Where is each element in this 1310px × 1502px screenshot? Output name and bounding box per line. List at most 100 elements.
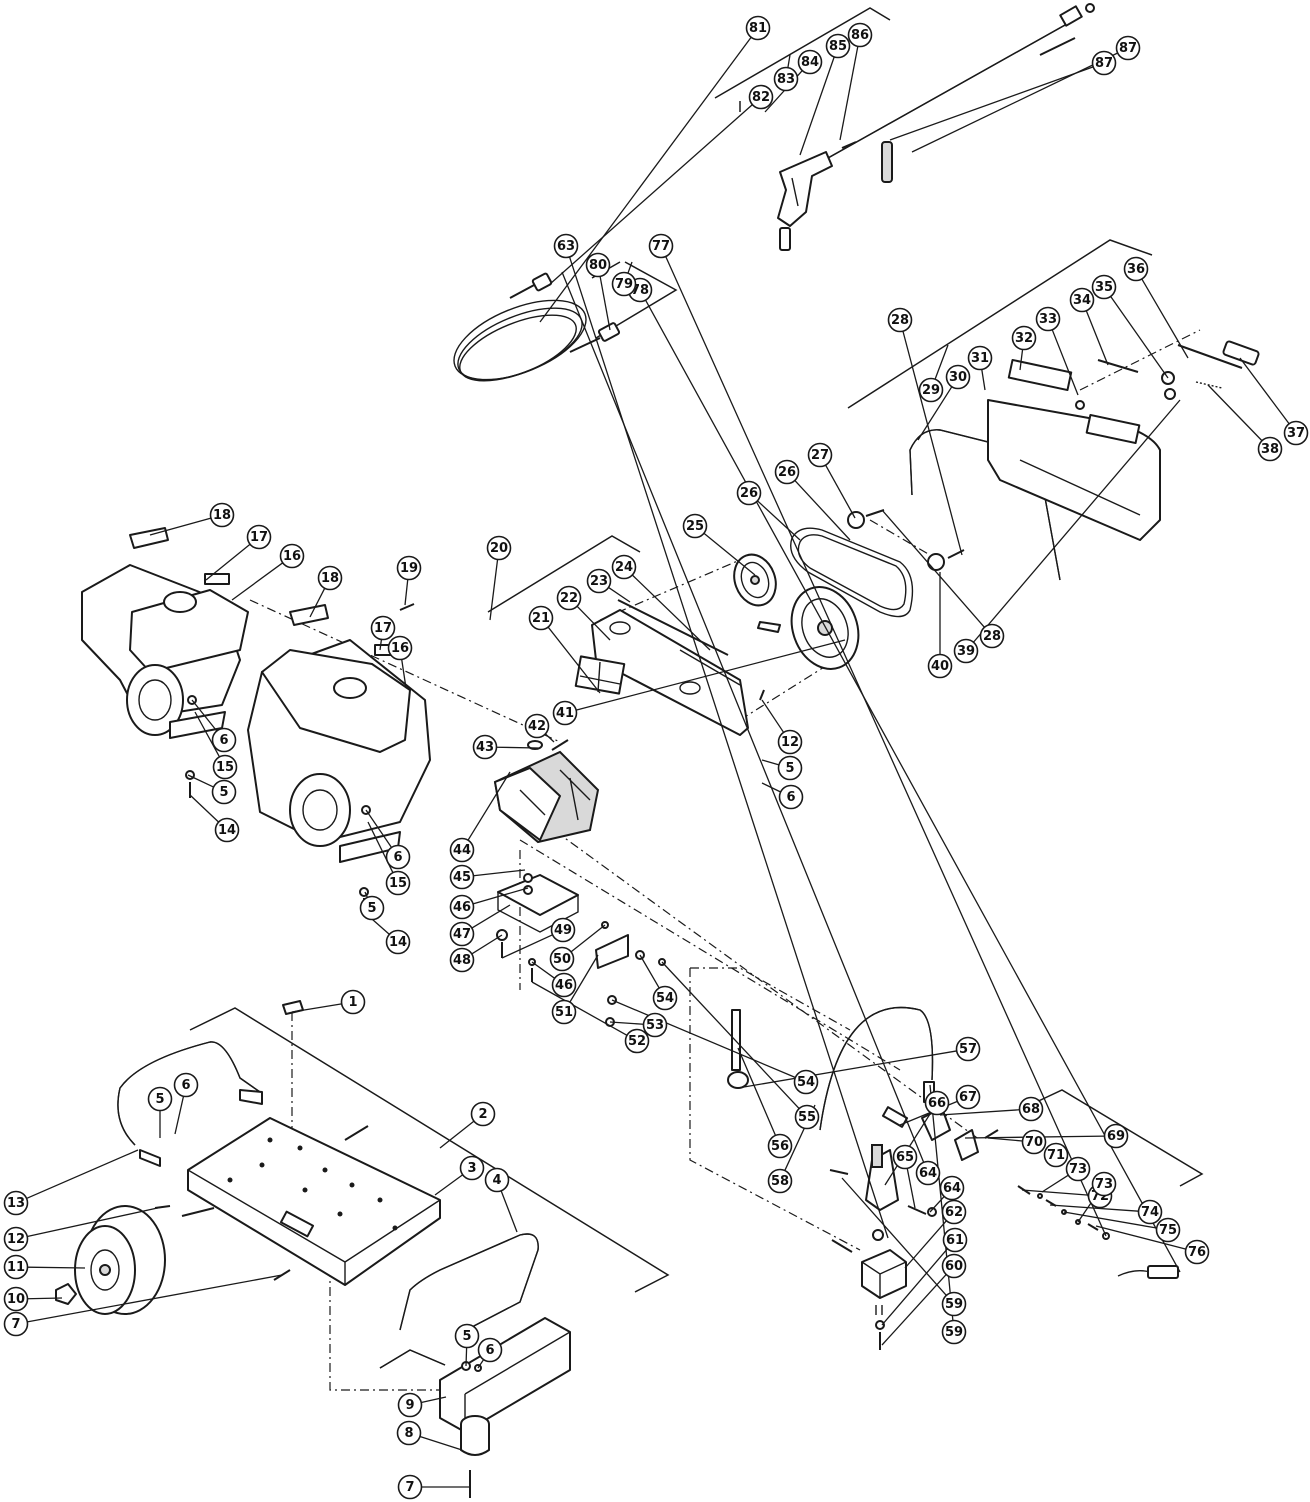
assembly-brackets <box>189 7 1204 1293</box>
callout-76: 76 <box>1184 1239 1210 1265</box>
callout-33: 33 <box>1035 306 1061 332</box>
callout-circle <box>642 1012 668 1038</box>
callout-circle <box>449 864 475 890</box>
callout-circle <box>915 1160 941 1186</box>
callout-circle <box>1283 420 1309 446</box>
callout-circle <box>682 513 708 539</box>
leader-line-87 <box>889 66 1094 141</box>
leader-line-26 <box>794 479 851 541</box>
callout-83: 83 <box>773 66 799 92</box>
leader-line-39 <box>972 399 1181 643</box>
callout-11: 11 <box>3 1254 29 1280</box>
callout-number: 5 <box>462 1329 471 1344</box>
callout-21: 21 <box>528 605 554 631</box>
callout-circle <box>967 345 993 371</box>
callout-5: 5 <box>359 895 385 921</box>
callout-circle <box>449 921 475 947</box>
callout-50: 50 <box>549 946 575 972</box>
callout-2: 2 <box>470 1101 496 1127</box>
callout-circle <box>524 713 550 739</box>
callout-42: 42 <box>524 713 550 739</box>
callout-circle <box>585 252 611 278</box>
callout-77: 77 <box>648 233 674 259</box>
callout-64: 64 <box>939 1175 965 1201</box>
callout-28: 28 <box>979 623 1005 649</box>
leader-line-65 <box>906 1168 916 1209</box>
leader-line-54 <box>639 954 660 989</box>
callout-number: 23 <box>590 574 608 589</box>
callout-circle <box>953 638 979 664</box>
callout-circle <box>470 1101 496 1127</box>
pump-bracket-assembly <box>496 873 666 1027</box>
callout-number: 48 <box>453 953 471 968</box>
callout-17: 17 <box>246 524 272 550</box>
callout-number: 11 <box>7 1260 25 1275</box>
callout-73: 73 <box>1065 1156 1091 1182</box>
frame-holes <box>227 1137 398 1231</box>
callout-number: 68 <box>1022 1102 1040 1117</box>
callout-circle <box>624 1028 650 1054</box>
callout-number: 2 <box>478 1107 487 1122</box>
callout-6: 6 <box>385 844 411 870</box>
callout-46: 46 <box>551 972 577 998</box>
callout-circle <box>385 870 411 896</box>
callout-48: 48 <box>449 947 475 973</box>
callout-number: 46 <box>555 978 573 993</box>
leader-line-76 <box>1095 1225 1187 1250</box>
callout-circle <box>611 554 637 580</box>
leader-line-77 <box>665 256 1107 1237</box>
callout-circle <box>887 307 913 333</box>
callout-35: 35 <box>1091 274 1117 300</box>
leader-line-79 <box>627 261 633 274</box>
callout-67: 67 <box>955 1084 981 1110</box>
leader-line-52 <box>531 981 628 1036</box>
callout-number: 14 <box>389 935 407 950</box>
leader-line-85 <box>799 56 835 156</box>
leader-line-14 <box>189 794 220 823</box>
callout-number: 15 <box>389 876 407 891</box>
callout-10: 10 <box>3 1286 29 1312</box>
callout-circle <box>941 1291 967 1317</box>
leader-line-28 <box>881 509 985 628</box>
callout-circle <box>847 22 873 48</box>
callout-number: 20 <box>490 541 508 556</box>
callout-circle <box>1184 1239 1210 1265</box>
leader-line-5 <box>364 891 368 898</box>
callout-circle <box>745 15 771 41</box>
callout-circle <box>550 917 576 943</box>
callout-number: 28 <box>891 313 909 328</box>
callout-number: 52 <box>628 1034 646 1049</box>
callout-18: 18 <box>317 565 343 591</box>
callout-number: 87 <box>1095 56 1113 71</box>
callout-58: 58 <box>767 1168 793 1194</box>
callout-32: 32 <box>1011 325 1037 351</box>
callout-60: 60 <box>941 1253 967 1279</box>
leader-line-46 <box>472 887 529 905</box>
callout-circle <box>449 837 475 863</box>
engine-left <box>81 527 249 798</box>
callout-number: 70 <box>1025 1135 1043 1150</box>
callout-circle <box>549 946 575 972</box>
frame-assembly <box>55 1000 571 1498</box>
leader-line-42 <box>544 733 555 743</box>
callout-circle <box>212 754 238 780</box>
callout-circle <box>1091 1171 1117 1197</box>
leader-line-6 <box>191 699 218 732</box>
callout-number: 28 <box>983 629 1001 644</box>
callout-number: 73 <box>1095 1177 1113 1192</box>
callout-14: 14 <box>385 929 411 955</box>
callout-22: 22 <box>556 585 582 611</box>
callout-circle <box>396 555 422 581</box>
leader-line-56 <box>737 1047 777 1136</box>
callout-circle <box>3 1226 29 1252</box>
callout-circle <box>147 1086 173 1112</box>
callout-number: 53 <box>646 1018 664 1033</box>
callout-circle <box>1069 287 1095 313</box>
callout-circle <box>385 844 411 870</box>
callout-46: 46 <box>449 894 475 920</box>
callout-number: 55 <box>798 1110 816 1125</box>
callout-number: 74 <box>1141 1205 1159 1220</box>
callout-47: 47 <box>449 921 475 947</box>
leader-line-4 <box>500 1190 518 1233</box>
callout-number: 12 <box>781 735 799 750</box>
